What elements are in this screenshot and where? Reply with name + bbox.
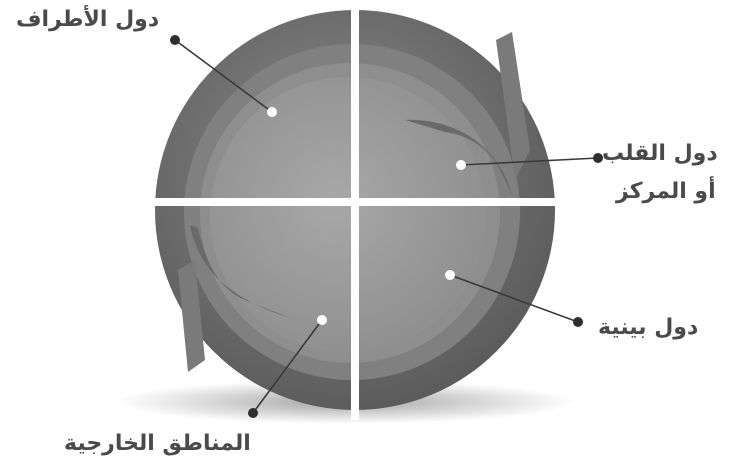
label-core-line2: أو المركز: [602, 178, 716, 206]
label-semi-periphery: دول بينية: [598, 314, 698, 342]
inner-disc: [210, 77, 486, 353]
label-core-line1: دول القلب: [602, 140, 718, 168]
horizontal-divider: [150, 198, 570, 206]
endpoint-external: [248, 408, 258, 418]
endpoint-periphery: [170, 35, 180, 45]
marker-periphery: [267, 107, 277, 117]
vertical-divider: [351, 0, 359, 420]
label-external-areas: المناطق الخارجية: [64, 430, 251, 458]
marker-semi: [445, 270, 455, 280]
label-periphery-countries: دول الأطراف: [16, 6, 159, 34]
endpoint-semi: [573, 317, 583, 327]
label-core-countries: دول القلب أو المركز: [602, 140, 718, 205]
marker-external: [317, 315, 327, 325]
marker-core: [456, 160, 466, 170]
